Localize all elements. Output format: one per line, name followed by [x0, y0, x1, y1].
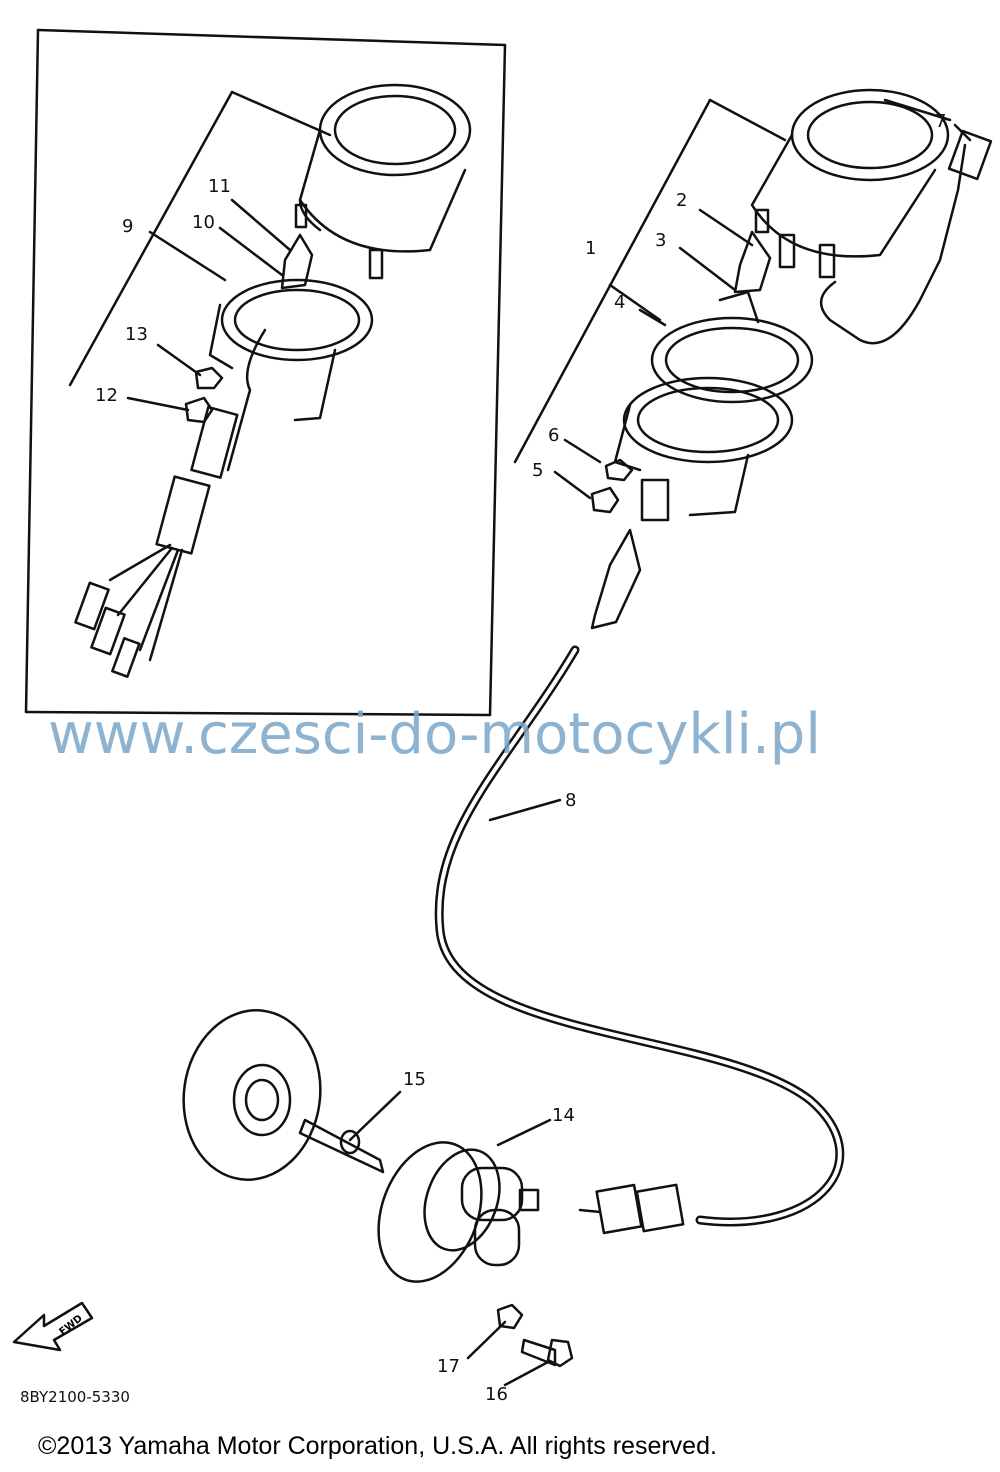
copyright-notice: ©2013 Yamaha Motor Corporation, U.S.A. A… [38, 1432, 717, 1460]
callout-3: 3 [655, 230, 667, 251]
speedometer-gear-assembly [182, 1009, 574, 1387]
callout-6: 6 [548, 425, 560, 446]
speedometer-cable [434, 645, 845, 1235]
callout-4: 4 [614, 292, 626, 313]
callout-12: 12 [95, 385, 118, 406]
callout-15: 15 [403, 1069, 426, 1090]
callout-17: 17 [437, 1356, 460, 1377]
fwd-arrow-icon [12, 1301, 94, 1352]
callout-8: 8 [565, 790, 577, 811]
callout-5: 5 [532, 460, 544, 481]
watermark-url: www.czesci-do-motocykli.pl [48, 702, 821, 767]
diagram-code: 8BY2100-5330 [20, 1388, 130, 1406]
callout-11: 11 [208, 176, 231, 197]
callout-10: 10 [192, 212, 215, 233]
callout-16: 16 [485, 1384, 508, 1405]
right-gauge-assembly [513, 88, 993, 630]
callout-9: 9 [122, 216, 134, 237]
callout-2: 2 [676, 190, 688, 211]
left-gauge-assembly [68, 83, 472, 678]
callout-1: 1 [585, 238, 597, 259]
inset-frame [24, 28, 507, 717]
callout-13: 13 [125, 324, 148, 345]
callout-7: 7 [935, 111, 947, 132]
callout-14: 14 [552, 1105, 575, 1126]
